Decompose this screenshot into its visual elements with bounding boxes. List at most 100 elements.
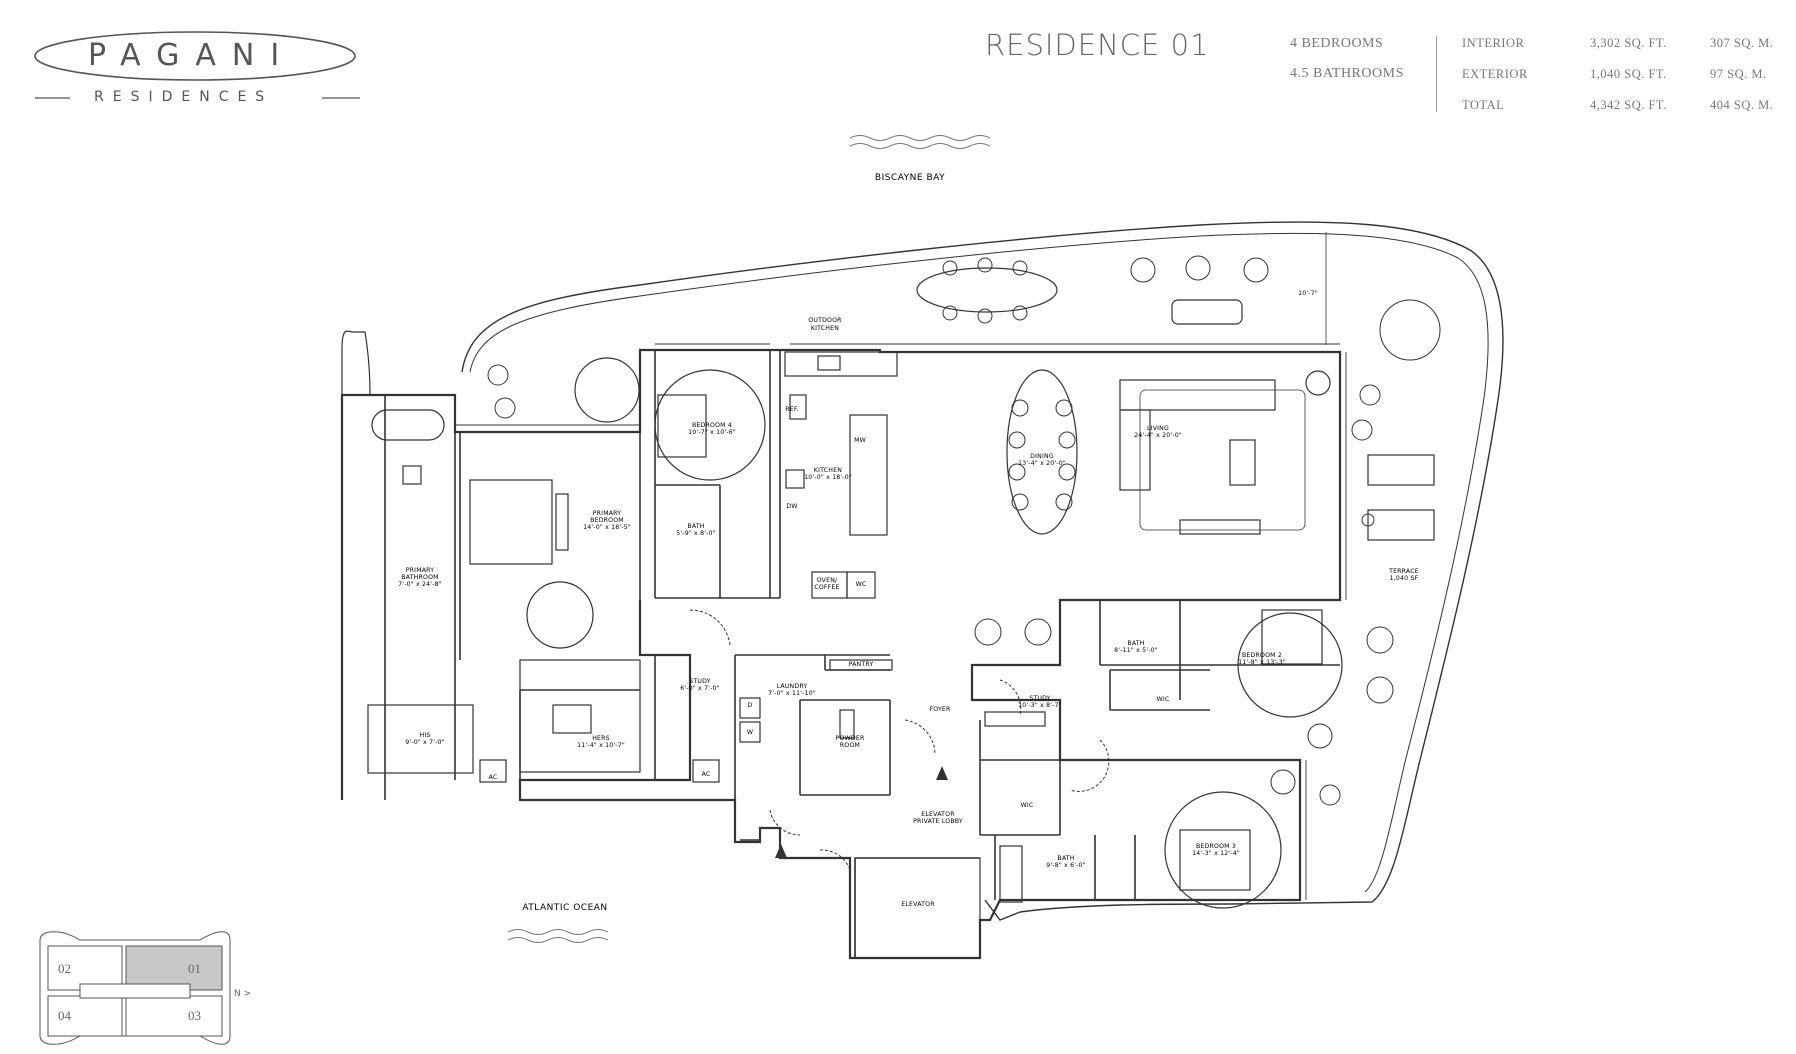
bedroom3-rug	[1164, 791, 1282, 909]
kitchen-wc-label: WC	[856, 581, 867, 588]
bedroom2-rug	[1237, 612, 1343, 718]
foyer-label: FOYER	[929, 706, 951, 713]
primary-bath-dim: 7'-0" x 24'-8"	[398, 581, 442, 588]
outdoor-kitchen-counter	[784, 351, 898, 377]
keyplan	[39, 931, 231, 1045]
study2-dim: 10'-3" x 8'-7"	[1018, 702, 1062, 709]
logo-ellipse-graphic	[34, 31, 360, 99]
keyplan-label-04: 04	[58, 1008, 72, 1023]
keyplan-labels: 02 01 04 03 N >	[58, 961, 251, 1023]
sun-lounger	[1367, 454, 1435, 486]
bedroom-count: 4 BEDROOMS	[1290, 36, 1384, 51]
bath3-tub	[999, 845, 1023, 903]
primary-bathtub	[371, 409, 445, 441]
primary-bed	[469, 479, 553, 565]
dining-label: DINING	[1030, 453, 1054, 460]
primary-bedroom-dim: 14'-0" x 18'-5"	[583, 524, 631, 531]
fridge	[789, 394, 807, 420]
interior-walls	[384, 350, 1340, 958]
keyplan-north: N >	[234, 989, 251, 999]
logo-subtitle: RESIDENCES	[94, 89, 274, 105]
south-water-label: ATLANTIC OCEAN	[522, 903, 607, 913]
oven-label: OVEN/	[817, 577, 838, 584]
hers-label: HERS	[592, 735, 610, 742]
water-waves-north	[849, 135, 991, 149]
area-sqm: 404 SQ. M.	[1710, 98, 1774, 112]
mw-label: MW	[854, 437, 866, 444]
area-label: TOTAL	[1462, 98, 1505, 112]
bath4-label: BATH	[687, 523, 704, 530]
bench	[555, 493, 569, 551]
wic-label: WIC	[1157, 696, 1170, 703]
powder-label: POWDER	[836, 735, 865, 742]
dryer-label: D	[748, 702, 753, 709]
keyplan-core	[79, 983, 191, 999]
pantry-label: PANTRY	[849, 661, 874, 668]
elevator-label: ELEVATOR	[901, 901, 935, 908]
terrace-dining-table	[916, 267, 1058, 313]
area-sqm: 97 SQ. M.	[1710, 67, 1767, 81]
study1-dim: 6'-0" x 7'-0"	[680, 685, 720, 692]
powder-label: ROOM	[840, 742, 860, 749]
dw-label: DW	[786, 503, 797, 510]
hers-closet	[519, 659, 641, 773]
washer	[739, 721, 761, 743]
study2-label: STUDY	[1029, 695, 1050, 702]
ac-unit-central	[692, 759, 720, 783]
bedroom3-label: BEDROOM 3	[1196, 843, 1236, 850]
study1-label: STUDY	[689, 678, 710, 685]
his-closet	[367, 704, 474, 774]
wic2-label: WIC	[1021, 802, 1034, 809]
primary-bedroom-label: BEDROOM	[590, 517, 624, 524]
bedroom4-bed	[657, 394, 707, 458]
kitchen-island	[849, 414, 888, 536]
living-accent-table	[1305, 370, 1331, 396]
furniture-chairs	[487, 255, 1441, 806]
area-label: EXTERIOR	[1462, 67, 1528, 81]
living-console	[1179, 519, 1261, 535]
dining-table	[1006, 369, 1078, 535]
bedroom2-label: BEDROOM 2	[1242, 652, 1282, 659]
bath3-label: BATH	[1057, 855, 1074, 862]
powder-toilet	[839, 709, 855, 739]
primary-bedroom-label: PRIMARY	[593, 510, 622, 517]
primary-lounge-table	[526, 581, 594, 649]
west-edge	[341, 330, 371, 800]
hers-island	[552, 704, 592, 734]
oven-label: COFFEE	[814, 584, 839, 591]
bathroom-count: 4.5 BATHROOMS	[1290, 66, 1404, 81]
living-sofa	[1119, 379, 1276, 411]
keyplan-label-03: 03	[188, 1008, 201, 1023]
bedroom4-dim: 10'-7" x 10'-6"	[688, 429, 736, 436]
bedroom4-label: BEDROOM 4	[692, 422, 732, 429]
laundry-dim: 7'-0" x 11'-10"	[768, 690, 816, 697]
kitchen-label: KITCHEN	[814, 467, 842, 474]
ac-label: AC	[489, 774, 498, 781]
terrace-lounge-table	[574, 357, 640, 423]
laundry-label: LAUNDRY	[777, 683, 808, 690]
keyplan-label-01: 01	[188, 961, 201, 976]
dryer	[739, 697, 761, 719]
terrace-inner-edge	[469, 232, 1489, 893]
shower-drain	[402, 465, 422, 485]
ref-label: REF.	[785, 406, 799, 413]
logo-wordmark: PAGANI	[88, 38, 296, 73]
terrace-area: 1,040 SF	[1390, 575, 1419, 582]
pantry-shelf	[829, 659, 893, 671]
living-sofa-chaise	[1119, 409, 1151, 491]
keyplan-unit-01	[125, 945, 223, 991]
entry-arrows	[775, 766, 948, 858]
outdoor-kitchen-label: OUTDOOR	[808, 317, 842, 324]
primary-bath-label: PRIMARY	[406, 567, 435, 574]
bath2-dim: 8'-11" x 5'-0"	[1114, 647, 1158, 654]
room-labels: BISCAYNE BAY ATLANTIC OCEAN OUTDOOR KITC…	[398, 173, 1419, 913]
outdoor-grill	[817, 355, 841, 371]
terrace-outline	[461, 221, 1504, 921]
north-water-label: BISCAYNE BAY	[875, 173, 945, 183]
area-table: INTERIOR 3,302 SQ. FT. 307 SQ. M. EXTERI…	[1462, 34, 1782, 118]
kitchen-dim: 10'-0" x 18'-0"	[804, 474, 852, 481]
area-sqft: 4,342 SQ. FT.	[1590, 98, 1667, 112]
hers-dim: 11'-4" x 10'-7"	[577, 742, 625, 749]
keyplan-unit-03	[125, 995, 223, 1037]
